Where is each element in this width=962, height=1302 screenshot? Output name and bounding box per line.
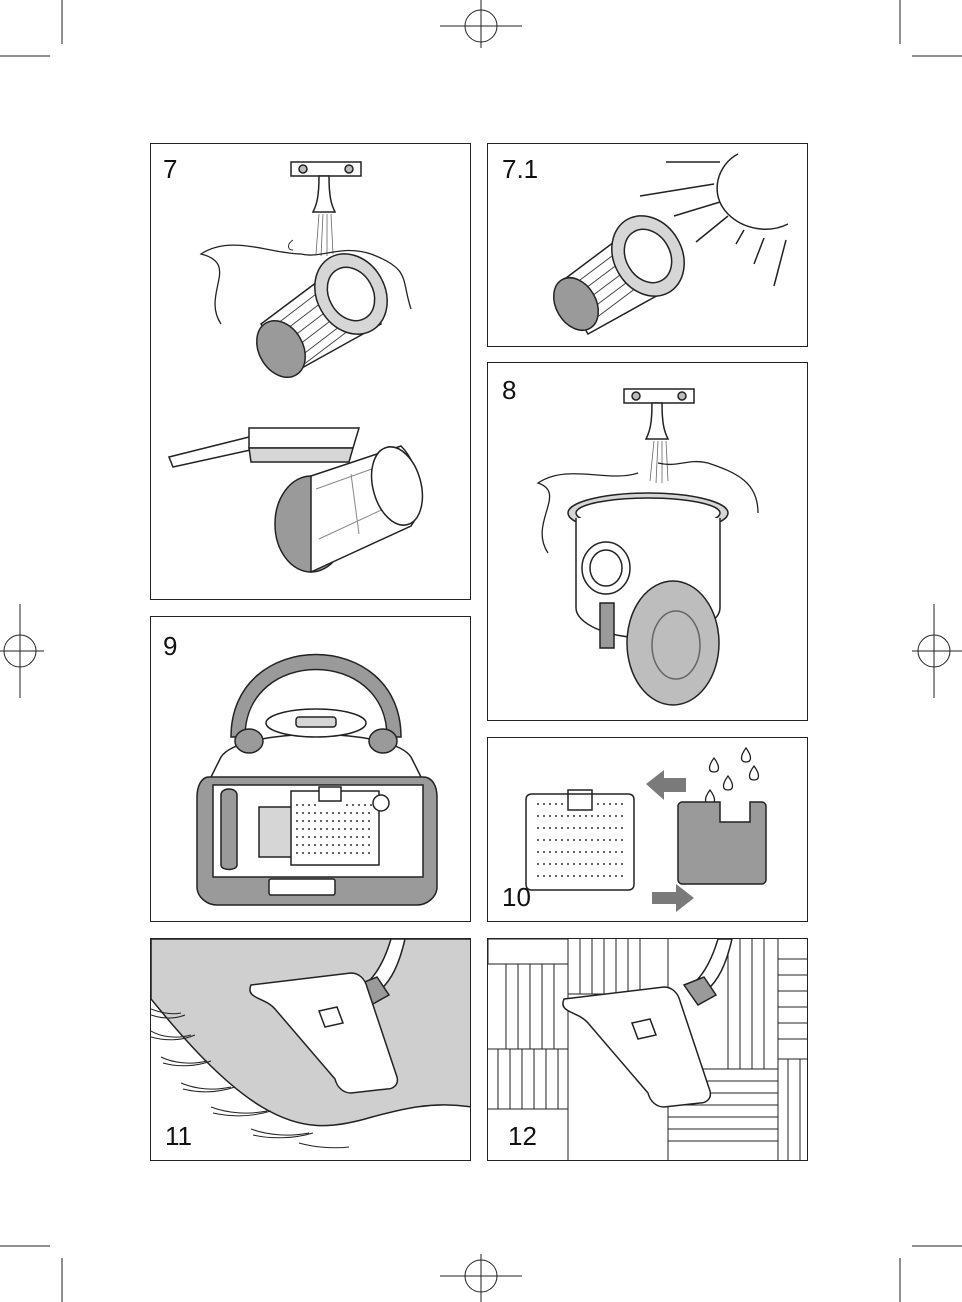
figure-9-number: 9 xyxy=(163,633,177,659)
floor-nozzle xyxy=(563,939,732,1107)
cartridge-filter-drying xyxy=(545,203,699,339)
figure-9-panel: 9 xyxy=(150,616,471,922)
figure-10-number: 10 xyxy=(502,884,531,910)
figure-7-number: 7 xyxy=(163,156,177,182)
tap-icon xyxy=(291,162,361,212)
figure-11-panel: 11 xyxy=(150,938,471,1161)
figure-12-number: 12 xyxy=(506,1123,539,1149)
vacuum-cleaner-rear-illustration xyxy=(151,617,471,922)
exhaust-filter-grid xyxy=(291,787,379,865)
figure-8-number: 8 xyxy=(502,377,516,403)
figure-11-number: 11 xyxy=(165,1123,192,1149)
filter-rinse-dry-illustration xyxy=(488,738,808,922)
dust-container-rinse-illustration xyxy=(488,363,808,721)
figure-12-panel: 12 xyxy=(487,938,808,1161)
figure-10-panel: 10 xyxy=(487,737,808,922)
filter-rinse-illustration xyxy=(151,144,471,600)
arrow-left-icon xyxy=(646,770,686,800)
figure-7-1-panel: 7.1 xyxy=(487,143,808,347)
brush-icon xyxy=(169,428,359,467)
arrow-right-icon xyxy=(652,884,694,912)
dust-container xyxy=(568,493,728,705)
foam-filter xyxy=(678,802,766,884)
cartridge-filter xyxy=(247,241,401,386)
tap-icon xyxy=(624,389,694,439)
figure-8-panel: 8 xyxy=(487,362,808,721)
figure-7-1-number: 7.1 xyxy=(502,156,538,182)
figure-7-panel: 7 xyxy=(150,143,471,600)
water-drops-icon xyxy=(706,748,759,804)
carpet-cleaning-illustration xyxy=(151,939,471,1161)
